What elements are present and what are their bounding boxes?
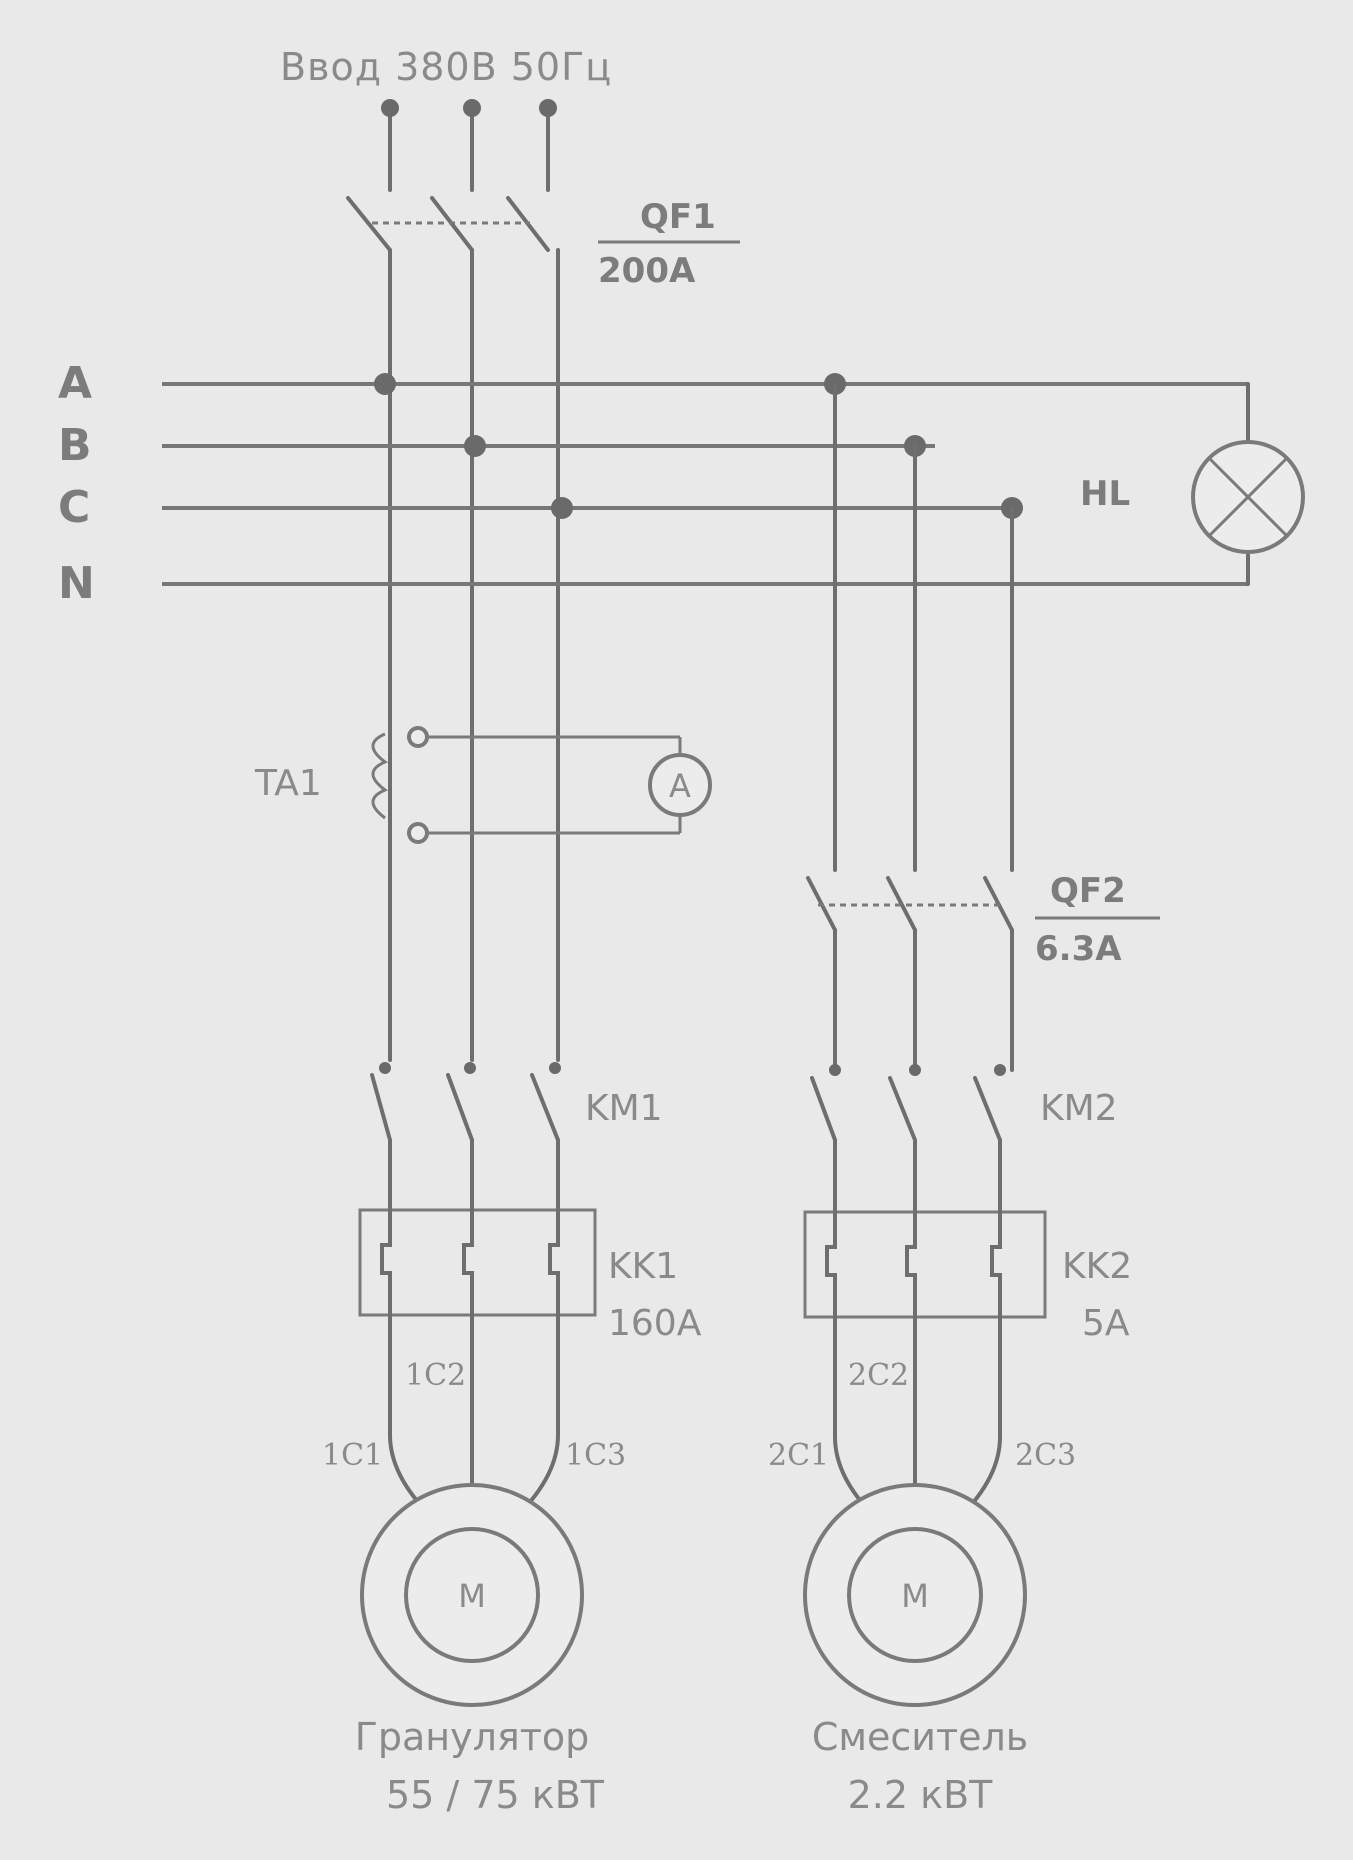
motor2-terminal-c2: 2C2 bbox=[848, 1358, 909, 1393]
motor2-terminal-c1: 2C1 bbox=[768, 1438, 829, 1473]
km2-contactor bbox=[810, 1064, 1006, 1232]
ammeter: A bbox=[648, 753, 712, 817]
kk1-rating: 160A bbox=[608, 1303, 702, 1344]
motor2-name: Смеситель bbox=[812, 1715, 1028, 1759]
kk2-name: KK2 bbox=[1062, 1246, 1132, 1287]
qf2-rating: 6.3A bbox=[1035, 929, 1122, 969]
input-terminals bbox=[381, 99, 557, 192]
km1-name: KM1 bbox=[585, 1088, 663, 1129]
qf1-breaker bbox=[346, 196, 560, 1062]
bus-b-label: B bbox=[58, 420, 92, 471]
motor1-name: Гранулятор bbox=[355, 1715, 590, 1759]
input-label: Ввод 380В 50Гц bbox=[280, 45, 612, 89]
motor2: M bbox=[803, 1483, 1027, 1707]
motor1-power: 55 / 75 кВТ bbox=[386, 1773, 605, 1817]
ta1-name: TA1 bbox=[254, 763, 322, 804]
kk1-relay bbox=[358, 1208, 597, 1317]
motor1: M bbox=[360, 1483, 584, 1707]
motor2-terminal-c3: 2C3 bbox=[1015, 1438, 1076, 1473]
bus-c-label: C bbox=[58, 482, 90, 533]
kk2-rating: 5A bbox=[1082, 1303, 1130, 1344]
motor1-terminal-c3: 1C3 bbox=[565, 1438, 626, 1473]
motor2-symbol: M bbox=[901, 1577, 929, 1615]
ammeter-symbol: A bbox=[669, 767, 691, 805]
motor1-symbol: M bbox=[458, 1577, 486, 1615]
km1-contactor bbox=[370, 1062, 561, 1232]
ta1-transformer bbox=[371, 726, 682, 844]
lamp-hl bbox=[1191, 382, 1305, 586]
bus-a-label: A bbox=[58, 358, 92, 409]
qf1-name: QF1 bbox=[640, 197, 716, 237]
branch2-feeders bbox=[833, 382, 1014, 872]
motor1-terminal-c2: 1C2 bbox=[405, 1358, 466, 1393]
bus-n-label: N bbox=[58, 558, 95, 609]
kk1-name: KK1 bbox=[608, 1246, 678, 1287]
qf2-breaker bbox=[806, 876, 1014, 1072]
kk2-relay bbox=[803, 1210, 1047, 1319]
motor1-terminal-c1: 1C1 bbox=[322, 1438, 383, 1473]
km2-name: KM2 bbox=[1040, 1088, 1118, 1129]
bus-bars bbox=[162, 373, 1248, 586]
qf2-name: QF2 bbox=[1050, 871, 1126, 911]
lamp-name: HL bbox=[1080, 474, 1130, 514]
qf1-rating: 200A bbox=[598, 251, 696, 291]
motor2-power: 2.2 кВТ bbox=[848, 1773, 994, 1817]
